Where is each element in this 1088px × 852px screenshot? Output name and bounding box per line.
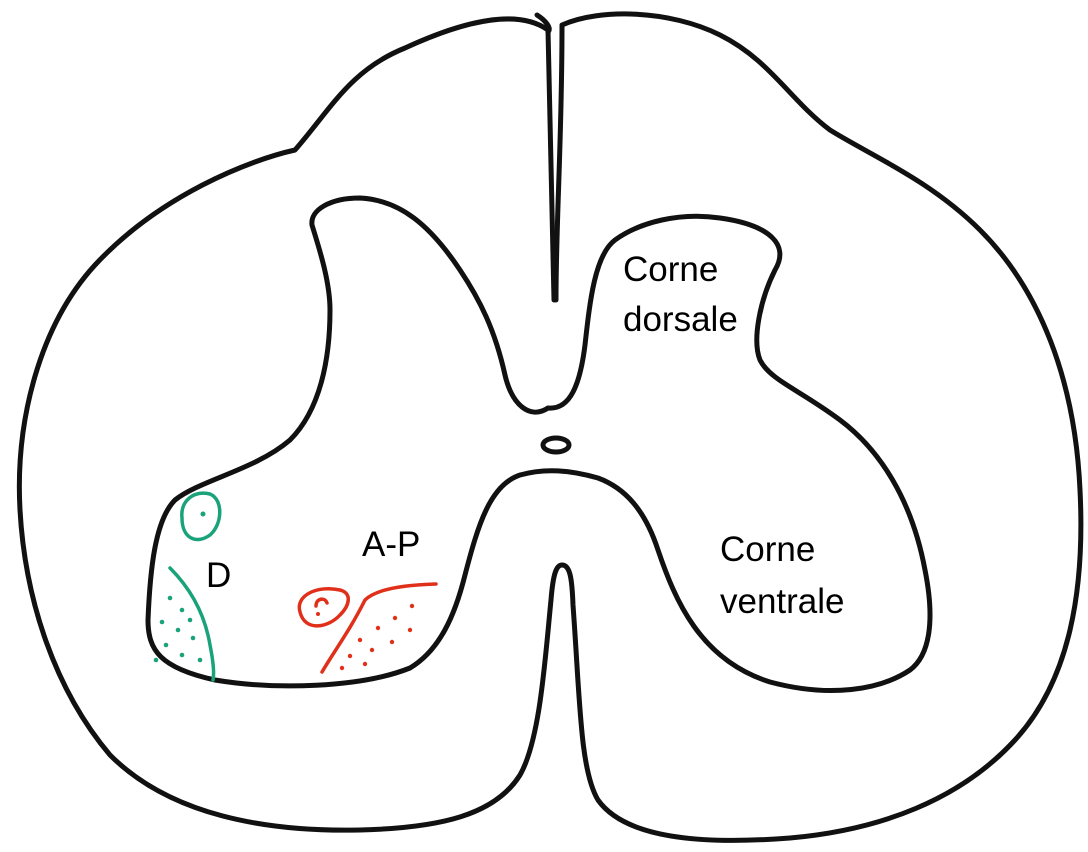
- dorsal-horn-label-line1: Corne: [623, 250, 718, 290]
- central-canal: [543, 438, 569, 452]
- dorsal-nucleus-label: D: [206, 556, 231, 596]
- ap-nucleus-label: A-P: [362, 525, 420, 565]
- ap-nucleus-small: [299, 589, 348, 626]
- ap-nucleus-dots: [340, 604, 414, 670]
- ap-nucleus-dot: [316, 612, 320, 616]
- posterior-median-sulcus: [548, 30, 554, 300]
- dorsal-horn-label-line2: dorsale: [623, 300, 738, 340]
- ventral-horn-label-line1: Corne: [720, 530, 815, 570]
- dorsal-nucleus-small: [182, 493, 220, 539]
- dorsal-nucleus-dot: [201, 512, 206, 517]
- ap-nucleus-inner: [316, 599, 327, 606]
- dorsal-nucleus-dots: [154, 596, 203, 663]
- ventral-horn-label-line2: ventrale: [720, 582, 845, 622]
